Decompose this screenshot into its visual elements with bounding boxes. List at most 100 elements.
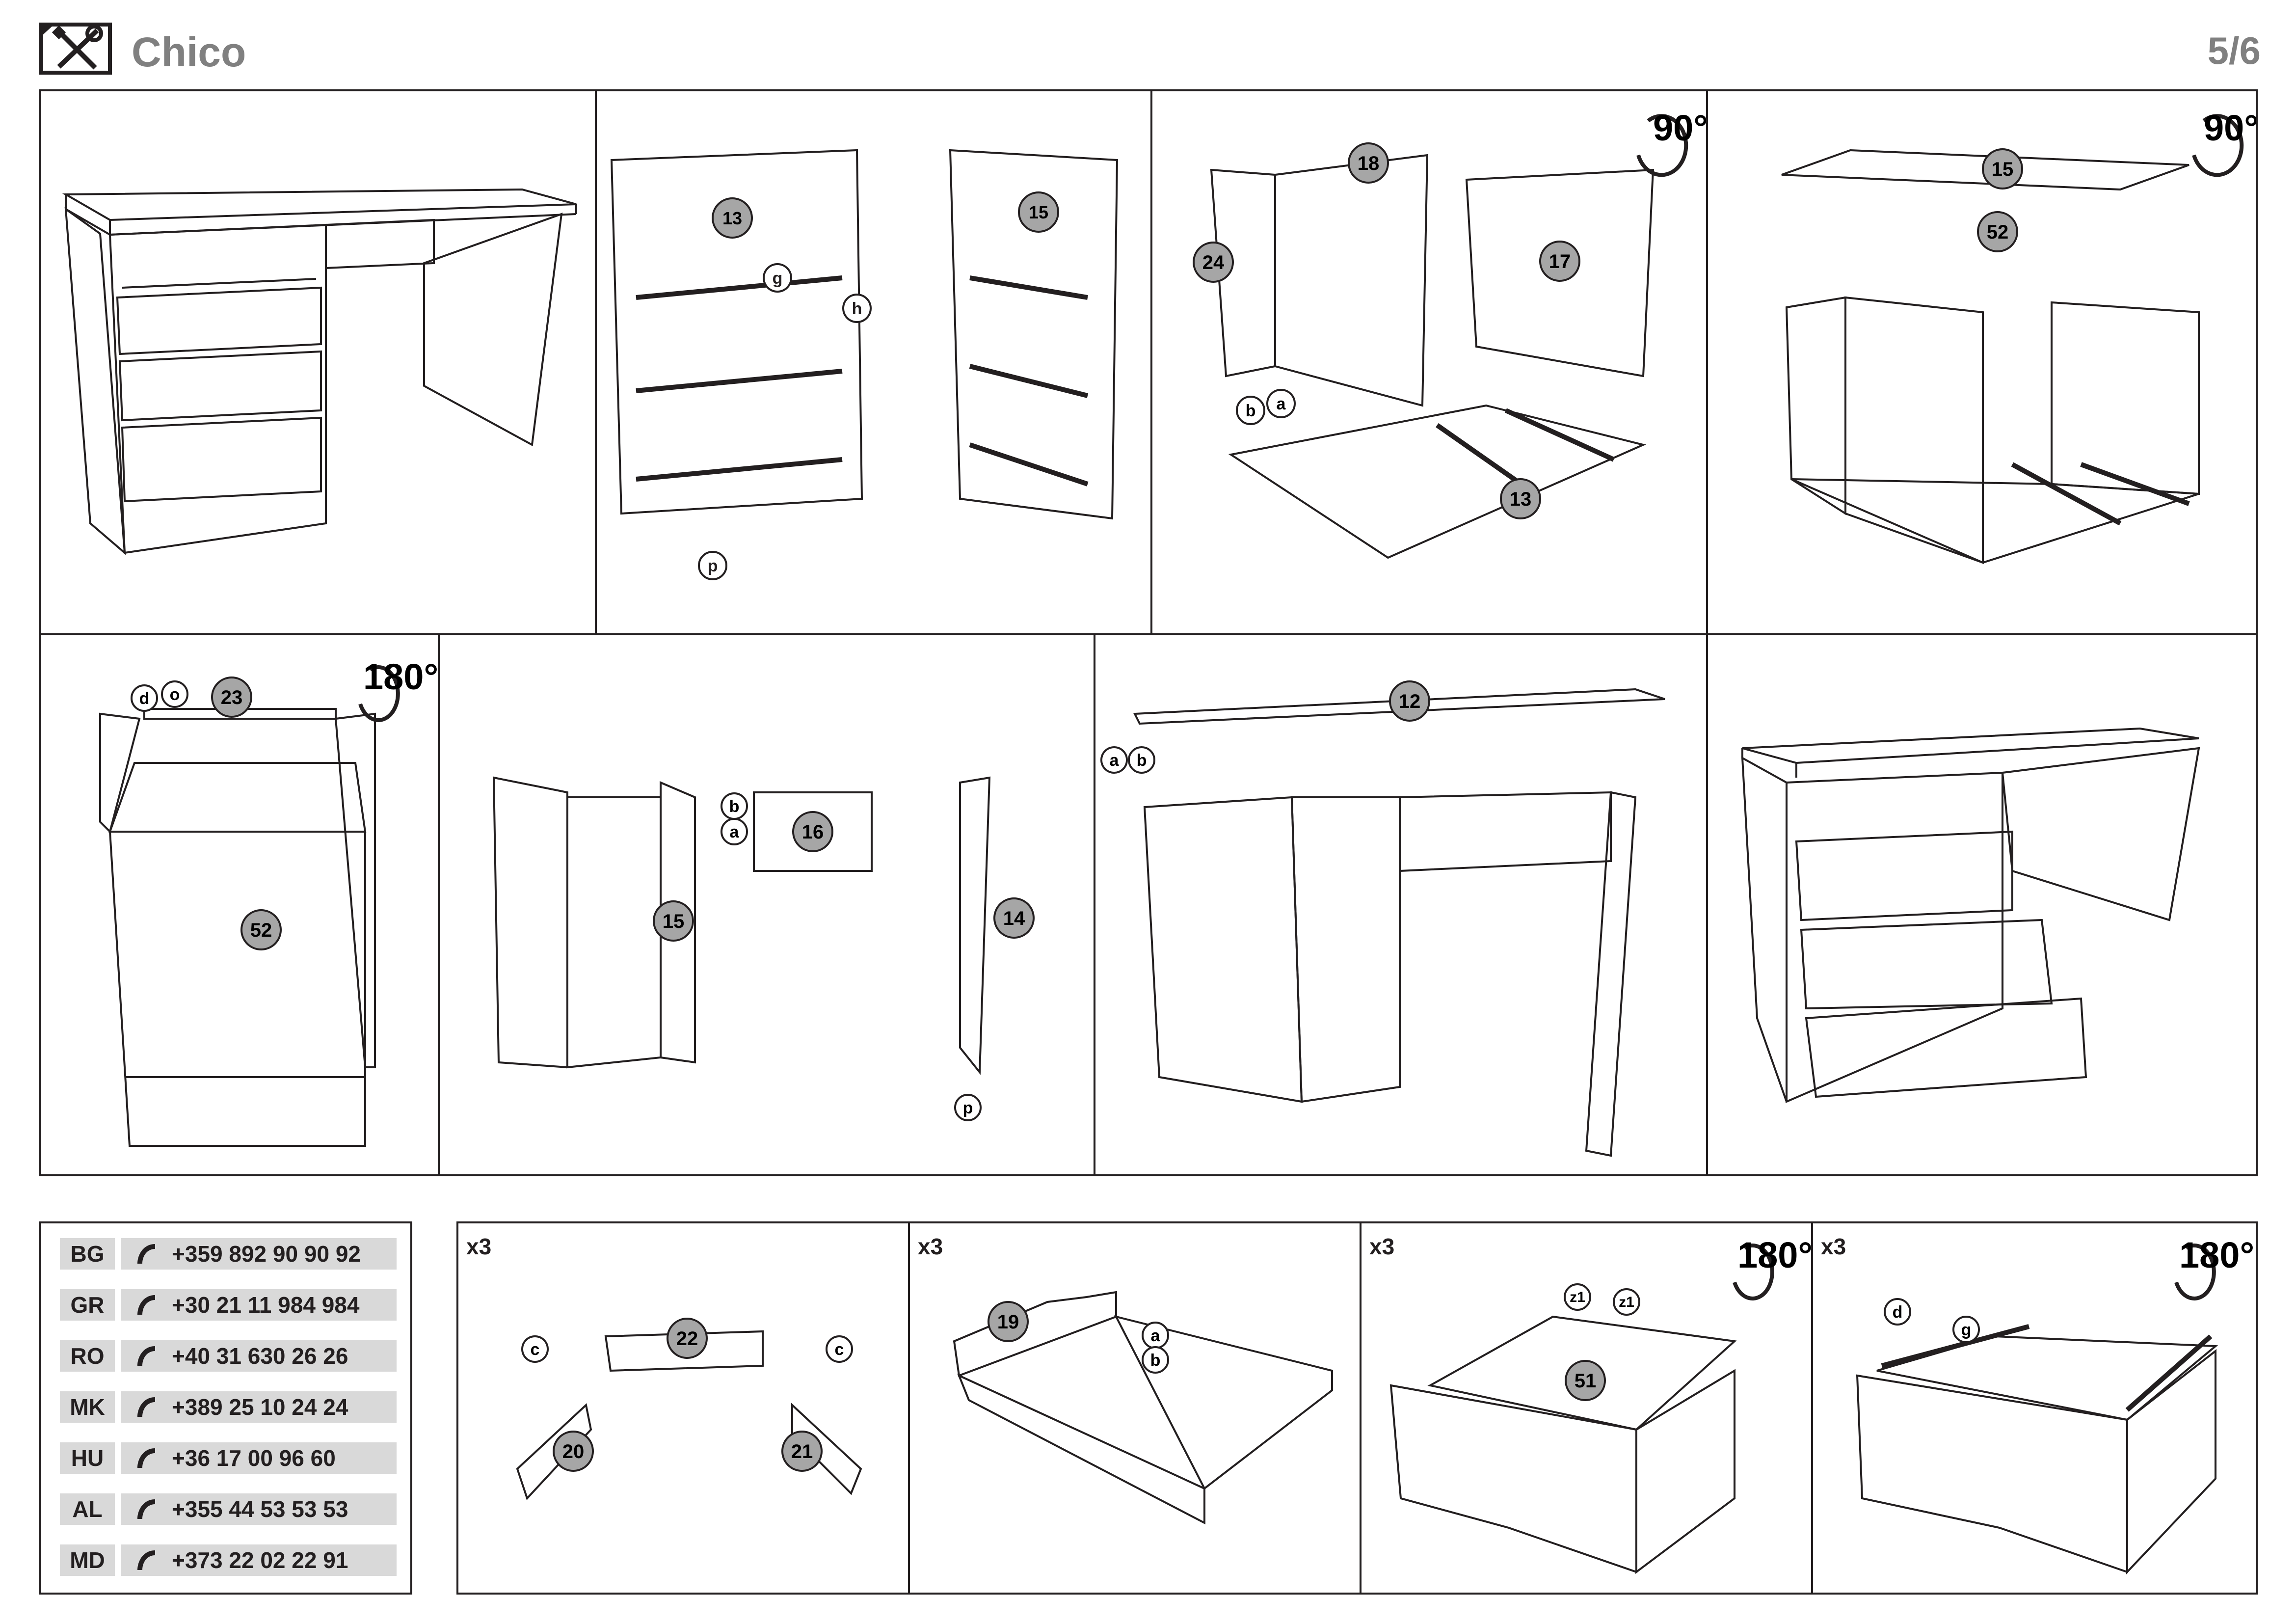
contact-row: MD +373 22 02 22 91 (60, 1544, 397, 1576)
quantity-label: x3 (918, 1234, 943, 1259)
part-21-label: 21 (791, 1441, 813, 1462)
side-panels-base-illustration: 18 24 17 13 90° b a (1193, 108, 1708, 559)
part-15-label: 15 (1029, 202, 1048, 222)
part-17-label: 17 (1549, 251, 1571, 272)
svg-text:180°: 180° (2179, 1235, 2254, 1275)
part-15-label: 15 (663, 911, 685, 932)
phone-icon (137, 1397, 155, 1417)
phone-icon (137, 1346, 155, 1366)
page-number: 5/6 (2207, 29, 2261, 72)
country-code: RO (60, 1340, 115, 1372)
svg-text:d: d (139, 689, 150, 708)
part-20-label: 20 (562, 1441, 585, 1462)
part-22-label: 22 (676, 1328, 698, 1350)
contact-row: HU +36 17 00 96 60 (60, 1442, 397, 1474)
phone-icon (137, 1295, 155, 1315)
phone-icon (137, 1499, 155, 1519)
part-16-label: 16 (802, 821, 824, 843)
phone-number: +355 44 53 53 53 (121, 1493, 397, 1525)
country-code: BG (60, 1238, 115, 1270)
quantity-label: x3 (466, 1234, 492, 1259)
drawer-step-front-sides: x3 22 20 21 c c (456, 1221, 910, 1595)
rotate-90-icon: 90° (1636, 108, 1708, 177)
part-23-label: 23 (221, 687, 243, 708)
drawer-back-illustration: 19 a b (953, 1291, 1333, 1525)
svg-text:z1: z1 (1570, 1289, 1585, 1305)
drawer-bottom-illustration: 51 z1 z1 180° (1389, 1235, 1813, 1574)
part-24-label: 24 (1202, 252, 1225, 273)
country-code: MD (60, 1544, 115, 1576)
part-14-label: 14 (1003, 908, 1025, 929)
svg-text:b: b (1246, 402, 1256, 420)
side-panels-runners-illustration: 13 15 g h p (610, 149, 1119, 580)
svg-text:g: g (1961, 1321, 1972, 1339)
svg-text:a: a (1151, 1326, 1161, 1345)
step-finished-desk (1706, 633, 2258, 1176)
part-19-label: 19 (997, 1311, 1019, 1333)
svg-text:b: b (729, 797, 740, 816)
contact-row: RO +40 31 630 26 26 (60, 1340, 397, 1372)
svg-text:c: c (835, 1340, 844, 1359)
fitting-g: g (773, 269, 783, 288)
part-52-label: 52 (1987, 221, 2009, 243)
step-top-support: 23 52 d o 180° (39, 633, 440, 1176)
contact-row: BG +359 892 90 90 92 (60, 1238, 397, 1270)
contact-row: MK +389 25 10 24 24 (60, 1391, 397, 1423)
country-code: GR (60, 1289, 115, 1321)
svg-text:o: o (170, 685, 180, 704)
drawer-step-bottom: x3 51 z1 z1 180° (1360, 1221, 1813, 1595)
quantity-label: x3 (1821, 1234, 1846, 1259)
svg-text:180°: 180° (1737, 1235, 1811, 1275)
rotate-180-icon: 180° (2174, 1235, 2254, 1300)
phone-number: +40 31 630 26 26 (121, 1340, 397, 1372)
fitting-h: h (852, 299, 862, 318)
country-code: MK (60, 1391, 115, 1423)
part-18-label: 18 (1358, 153, 1380, 174)
step-side-panels-base: 18 24 17 13 90° b a (1150, 89, 1708, 635)
drawer-step-back: x3 19 a b (908, 1221, 1362, 1595)
drawer-assembly-strip: x3 22 20 21 c c x3 (456, 1221, 2258, 1595)
desktop-top-illustration: 12 a b (1100, 680, 1665, 1157)
svg-text:180°: 180° (363, 656, 438, 697)
tools-icon (39, 23, 112, 75)
phone-icon (137, 1448, 155, 1468)
assembly-steps-grid: 13 15 g h p 18 (39, 89, 2259, 1176)
phone-number: +389 25 10 24 24 (121, 1391, 397, 1423)
step-frame-assembly: 16 15 14 b a p (438, 633, 1095, 1176)
desk-illustration (62, 188, 577, 555)
part-12-label: 12 (1399, 691, 1421, 712)
svg-text:90°: 90° (2204, 108, 2256, 148)
step-carcass-top: 15 52 90° (1706, 89, 2259, 635)
part-15-label: 15 (1992, 159, 2014, 180)
svg-text:a: a (1110, 751, 1120, 770)
drawer-step-runners: x3 d g 180° (1811, 1221, 2258, 1595)
fitting-p: p (708, 557, 718, 575)
page-title: Chico (132, 29, 246, 75)
contacts-panel: BG +359 892 90 90 92 GR +30 21 11 984 98… (39, 1221, 412, 1595)
svg-text:b: b (1150, 1351, 1161, 1370)
rotate-180-icon: 180° (1733, 1235, 1813, 1300)
phone-number: +359 892 90 90 92 (121, 1238, 397, 1270)
part-51-label: 51 (1575, 1370, 1597, 1392)
drawer-runners-illustration: d g 180° (1856, 1235, 2254, 1575)
step-desktop-top: 12 a b (1094, 633, 1708, 1176)
svg-text:d: d (1893, 1303, 1903, 1322)
finished-desk-illustration (1741, 727, 2200, 1104)
part-13-label: 13 (1510, 488, 1532, 510)
top-support-illustration: 23 52 d o 180° (99, 656, 438, 1147)
svg-text:a: a (1277, 395, 1286, 413)
svg-text:c: c (531, 1340, 540, 1359)
quantity-label: x3 (1369, 1234, 1395, 1259)
frame-assembly-illustration: 16 15 14 b a p (492, 776, 1035, 1121)
svg-text:p: p (963, 1099, 973, 1117)
phone-number: +30 21 11 984 984 (121, 1289, 397, 1321)
svg-text:b: b (1137, 751, 1147, 770)
rotate-90-icon: 90° (2192, 108, 2259, 177)
svg-text:90°: 90° (1653, 108, 1706, 148)
rotate-180-icon: 180° (358, 656, 438, 722)
step-desk-overview (39, 89, 597, 635)
phone-icon (137, 1550, 155, 1570)
phone-number: +36 17 00 96 60 (121, 1442, 397, 1474)
country-code: HU (60, 1442, 115, 1474)
phone-number: +373 22 02 22 91 (121, 1544, 397, 1576)
